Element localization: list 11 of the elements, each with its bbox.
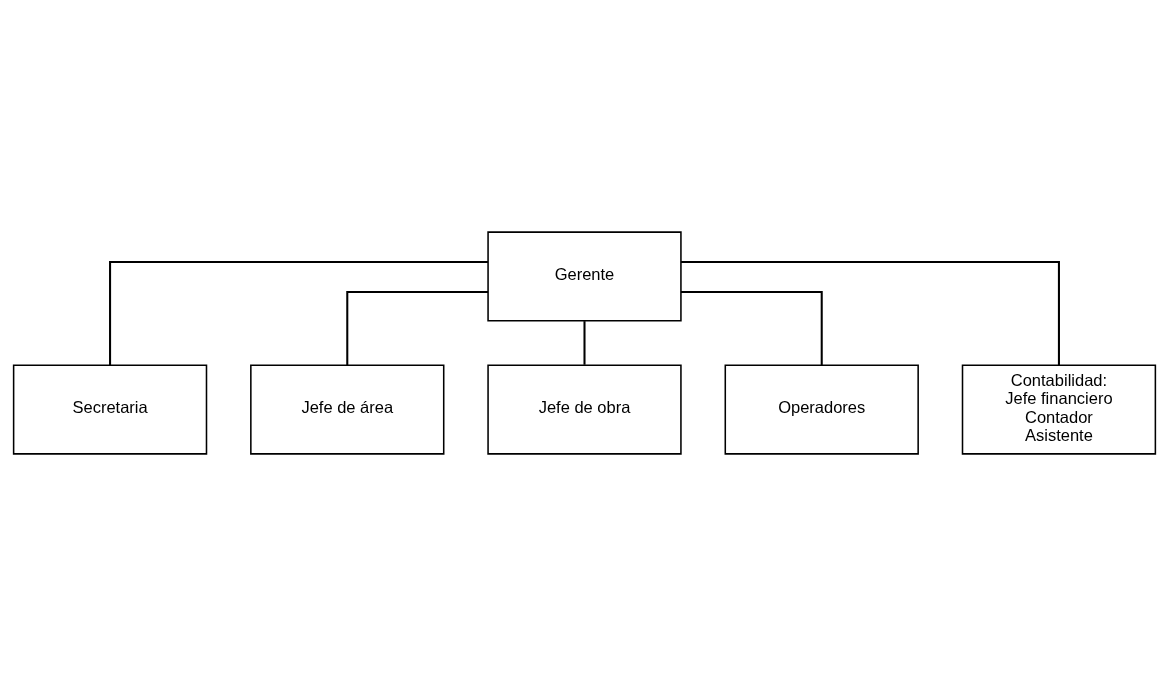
node-box: Gerente — [487, 231, 682, 322]
node-box: Operadores — [724, 364, 919, 455]
node-box: Jefe de obra — [487, 364, 682, 455]
connector — [583, 321, 586, 365]
connector — [681, 290, 823, 366]
connector — [681, 261, 1060, 365]
node-box: Jefe de área — [250, 364, 445, 455]
connector — [346, 290, 488, 366]
node-box: Contabilidad: Jefe financiero Contador Asistente — [961, 364, 1157, 455]
connector — [109, 261, 488, 365]
node-box: Secretaria — [12, 364, 208, 455]
